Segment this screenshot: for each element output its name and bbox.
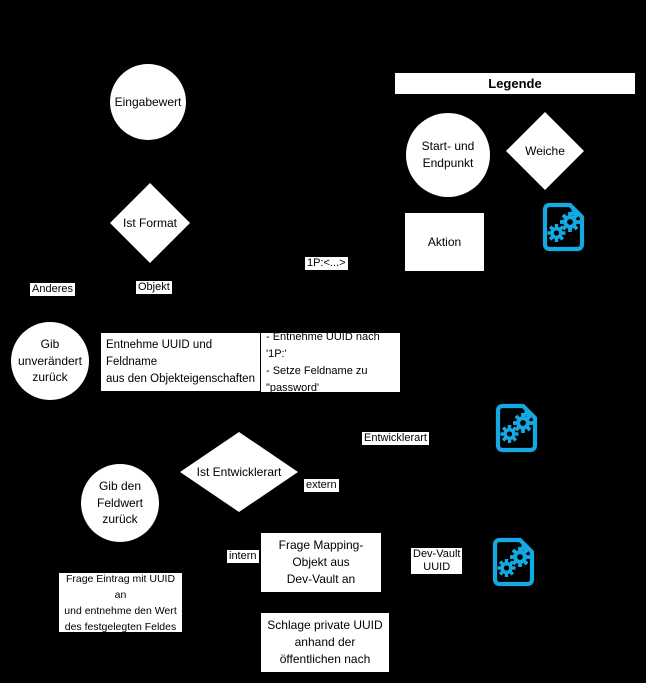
action-schlage-private-uuid: Schlage private UUID anhand der öffentli… [261, 613, 389, 672]
branch-label-intern: intern [227, 550, 259, 563]
action-entnehme-uuid-1p-label: - Entnehme UUID nach '1P:' - Setze Feldn… [266, 330, 380, 394]
label-entwicklerart: Entwicklerart [362, 432, 429, 445]
node-gib-unveraendert-zurueck-label: Gib unverändert zurück [17, 336, 83, 385]
branch-label-objekt: Objekt [136, 281, 172, 294]
node-eingabewert: Eingabewert [110, 64, 186, 140]
action-frage-mapping-objekt: Frage Mapping- Objekt aus Dev-Vault an [261, 533, 381, 592]
gear-document-icon [490, 536, 538, 588]
action-entnehme-uuid-feldname-label: Entnehme UUID und Feldname aus den Objek… [106, 338, 255, 385]
node-gib-feldwert-zurueck-label: Gib den Feldwert zurück [96, 478, 143, 527]
branch-label-1p: 1P:<...> [305, 257, 348, 270]
decision-ist-entwicklerart-label: Ist Entwicklerart [196, 464, 282, 479]
label-dev-vault-uuid: Dev-Vault UUID [411, 548, 463, 574]
action-frage-mapping-objekt-label: Frage Mapping- Objekt aus Dev-Vault an [278, 538, 364, 586]
legend-weiche-diamond: Weiche [506, 112, 584, 190]
decision-ist-format-label: Ist Format [122, 215, 177, 230]
legend-start-endpoint-label: Start- und Endpunkt [421, 139, 475, 170]
action-frage-eintrag-uuid-label: Frage Eintrag mit UUID an und entnehme d… [64, 572, 177, 633]
action-schlage-private-uuid-label: Schlage private UUID anhand der öffentli… [267, 618, 383, 666]
legend-title: Legende [395, 73, 635, 94]
action-frage-eintrag-uuid: Frage Eintrag mit UUID an und entnehme d… [59, 572, 182, 633]
branch-label-anderes: Anderes [30, 283, 75, 296]
gear-document-icon [493, 402, 541, 454]
branch-label-extern: extern [304, 479, 339, 492]
node-eingabewert-label: Eingabewert [114, 94, 182, 109]
legend-aktion-label: Aktion [427, 234, 462, 249]
legend-aktion-rect: Aktion [405, 213, 484, 271]
decision-ist-entwicklerart: Ist Entwicklerart [180, 432, 298, 512]
legend-weiche-label: Weiche [525, 143, 565, 158]
action-entnehme-uuid-1p: - Entnehme UUID nach '1P:' - Setze Feldn… [261, 331, 400, 394]
node-gib-unveraendert-zurueck: Gib unverändert zurück [11, 322, 89, 400]
gear-document-icon [540, 201, 588, 253]
decision-ist-format: Ist Format [110, 183, 190, 263]
action-entnehme-uuid-feldname: Entnehme UUID und Feldname aus den Objek… [101, 333, 260, 391]
legend-start-endpoint-node: Start- und Endpunkt [406, 113, 490, 197]
node-gib-feldwert-zurueck: Gib den Feldwert zurück [81, 464, 159, 542]
